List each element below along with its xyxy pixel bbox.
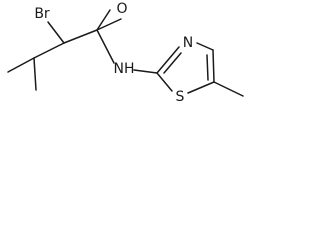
bond-carbonyl-o-2 [96,9,111,31]
bond-methyl-down [33,57,37,91]
bond-layer [7,9,244,97]
atom-label-o: O [116,1,127,17]
atom-label-layer: Br O NH N S [34,1,193,105]
bond-c2-n3-inner [163,52,182,74]
structure-diagram: Br O NH N S [0,0,260,124]
atom-label-n: N [183,35,193,51]
bond-n-ring [133,69,158,74]
bond-c4-c5-inner [206,54,209,81]
bond-c2-n3 [156,46,180,74]
atom-label-br: Br [34,6,50,22]
atom-label-s: S [176,89,185,105]
bond-carbonyl-n [96,29,115,64]
bond-methyl-left [7,57,35,73]
bond-c5-methyl [213,81,244,97]
bond-calpha-br [47,21,65,44]
bond-ch-to-calpha [33,42,65,59]
bond-n3-c4 [196,42,214,51]
molecule-structure: Br O NH N S [7,1,244,105]
bond-c4-c5 [212,49,215,83]
bond-calpha-carbonyl [63,29,98,44]
bond-s-c2 [156,72,173,92]
atom-label-nh: NH [114,61,135,77]
bond-c5-s [187,81,215,94]
bond-carbonyl-o-1 [96,18,122,31]
